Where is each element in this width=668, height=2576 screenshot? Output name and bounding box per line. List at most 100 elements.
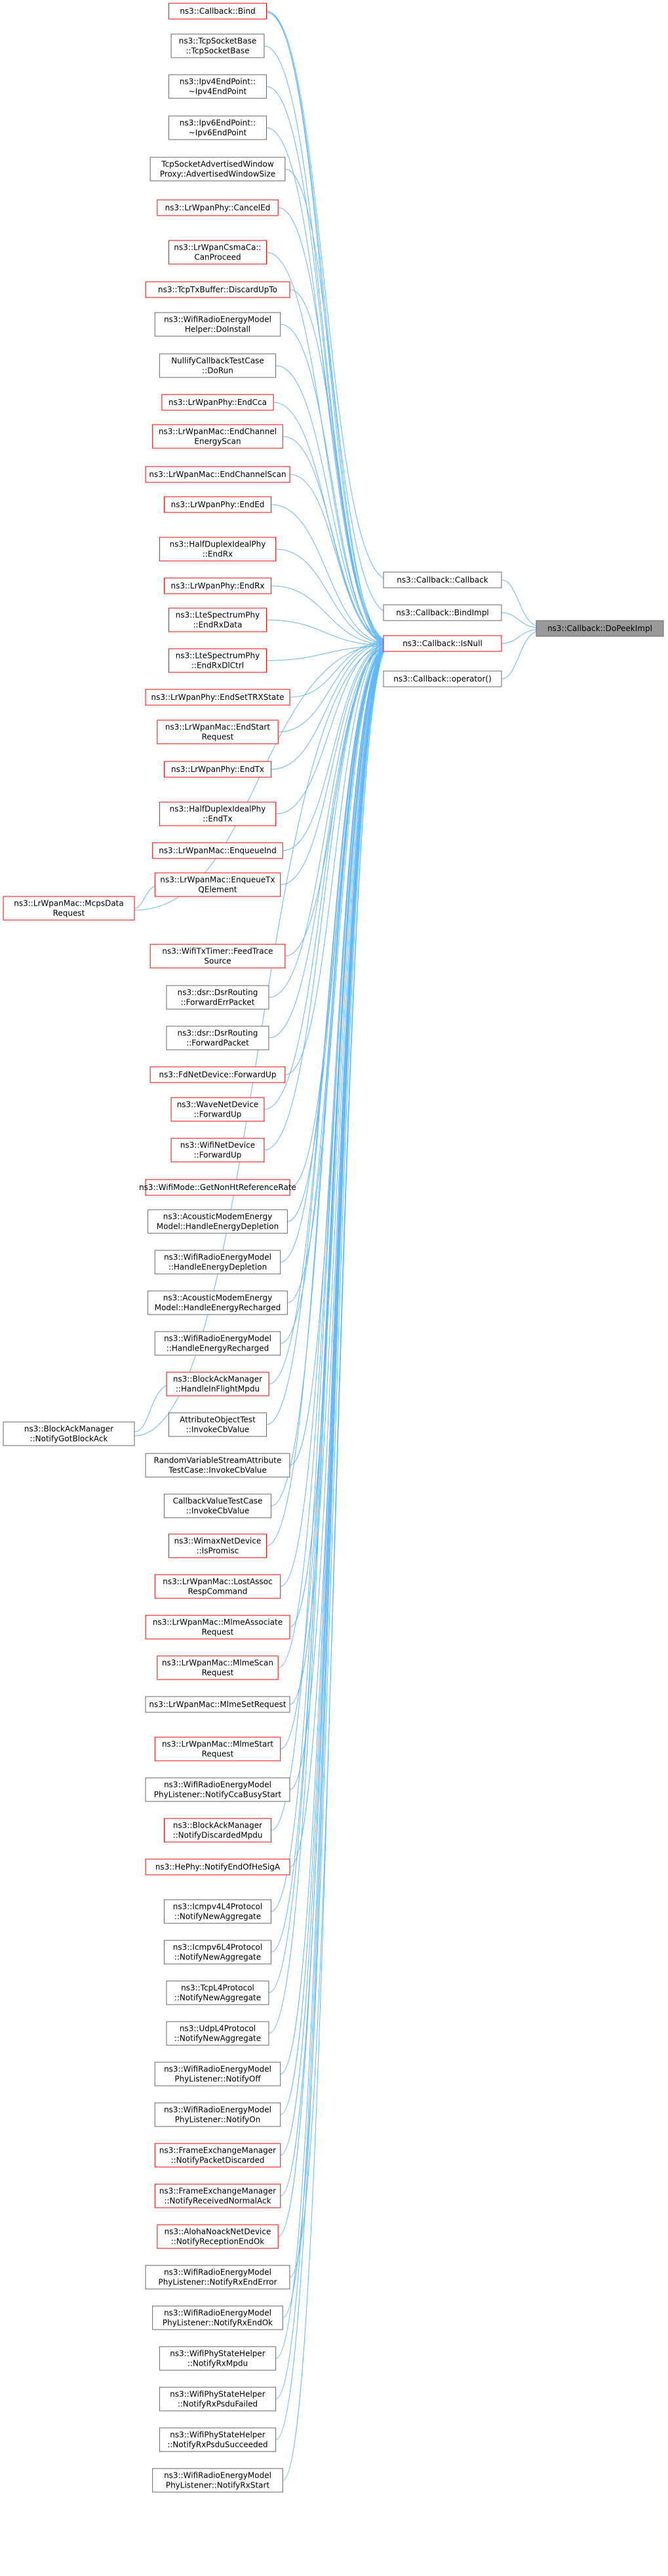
node-caller-55-box bbox=[154, 2183, 281, 2208]
node-caller-29[interactable]: ns3::WifiNetDevice::ForwardUp bbox=[170, 1138, 265, 1163]
node-caller-20-label: ns3::LrWpanPhy::EndTx bbox=[171, 765, 264, 774]
node-caller-8-label: Helper::DoInstall bbox=[185, 325, 250, 334]
node-middle-3[interactable]: ns3::Callback::operator() bbox=[383, 670, 502, 687]
node-caller-15[interactable]: ns3::LrWpanPhy::EndRx bbox=[163, 577, 272, 594]
node-middle-2[interactable]: ns3::Callback::IsNull bbox=[383, 635, 502, 652]
node-caller-50-label: ns3::TcpL4Protocol bbox=[181, 1984, 254, 1993]
node-caller-8[interactable]: ns3::WifiRadioEnergyModelHelper::DoInsta… bbox=[154, 312, 281, 337]
node-caller-1[interactable]: ns3::TcpSocketBase::TcpSocketBase bbox=[170, 33, 265, 58]
node-caller-57[interactable]: ns3::WifiRadioEnergyModelPhyListener::No… bbox=[145, 2265, 290, 2290]
node-caller-56[interactable]: ns3::AlohaNoackNetDevice::NotifyReceptio… bbox=[157, 2224, 279, 2249]
node-caller-7[interactable]: ns3::TcpTxBuffer::DiscardUpTo bbox=[145, 281, 290, 298]
node-caller-42-label: ns3::LrWpanMac::MlmeScan bbox=[162, 1659, 273, 1668]
node-caller-53-label: ns3::WifiRadioEnergyModel bbox=[164, 2105, 271, 2115]
node-caller-6[interactable]: ns3::LrWpanCsmaCa::CanProceed bbox=[168, 240, 267, 265]
node-caller-30[interactable]: ns3::WifiMode::GetNonHtReferenceRate bbox=[139, 1179, 296, 1196]
node-caller-28[interactable]: ns3::WaveNetDevice::ForwardUp bbox=[170, 1097, 265, 1122]
node-caller-27[interactable]: ns3::FdNetDevice::ForwardUp bbox=[149, 1066, 286, 1083]
node-caller-39[interactable]: ns3::WimaxNetDevice::IsPromisc bbox=[168, 1533, 267, 1558]
node-caller-31[interactable]: ns3::AcousticModemEnergyModel::HandleEne… bbox=[147, 1209, 288, 1234]
node-caller-7-box bbox=[145, 281, 290, 298]
node-caller-35-label: ns3::BlockAckManager bbox=[173, 1375, 262, 1384]
node-caller-13[interactable]: ns3::LrWpanPhy::EndEd bbox=[163, 496, 272, 513]
node-caller-26[interactable]: ns3::dsr::DsrRouting::ForwardPacket bbox=[166, 1026, 269, 1050]
node-caller-53[interactable]: ns3::WifiRadioEnergyModelPhyListener::No… bbox=[154, 2102, 281, 2127]
node-caller-25[interactable]: ns3::dsr::DsrRouting::ForwardErrPacket bbox=[166, 985, 269, 1010]
node-caller-46-label: ::NotifyDiscardedMpdu bbox=[173, 1831, 263, 1840]
node-caller-0[interactable]: ns3::Callback::Bind bbox=[168, 3, 267, 20]
node-caller-16[interactable]: ns3::LteSpectrumPhy::EndRxData bbox=[168, 607, 267, 632]
node-caller-5[interactable]: ns3::LrWpanPhy::CancelEd bbox=[157, 199, 279, 216]
node-caller-9[interactable]: NullifyCallbackTestCase::DoRun bbox=[159, 353, 277, 378]
node-middle-0-box bbox=[383, 571, 502, 588]
node-caller-37[interactable]: RandomVariableStreamAttributeTestCase::I… bbox=[145, 1453, 290, 1478]
node-caller-36[interactable]: AttributeObjectTest::InvokeCbValue bbox=[168, 1412, 267, 1437]
node-caller-46[interactable]: ns3::BlockAckManager::NotifyDiscardedMpd… bbox=[163, 1818, 272, 1843]
node-caller-55[interactable]: ns3::FrameExchangeManager::NotifyReceive… bbox=[154, 2183, 281, 2208]
node-caller-1-box bbox=[170, 33, 265, 58]
node-middle-3-label: ns3::Callback::operator() bbox=[393, 674, 492, 683]
node-caller-21[interactable]: ns3::HalfDuplexIdealPhy::EndTx bbox=[159, 801, 277, 826]
node-caller-4[interactable]: TcpSocketAdvertisedWindowProxy::Advertis… bbox=[149, 157, 286, 182]
node-caller-52[interactable]: ns3::WifiRadioEnergyModelPhyListener::No… bbox=[154, 2062, 281, 2086]
node-caller-46-box bbox=[163, 1818, 272, 1843]
node-caller-13-box bbox=[163, 496, 272, 513]
node-caller-62[interactable]: ns3::WifiRadioEnergyModelPhyListener::No… bbox=[152, 2468, 283, 2493]
node-caller-20[interactable]: ns3::LrWpanPhy::EndTx bbox=[163, 761, 272, 778]
node-caller-14[interactable]: ns3::HalfDuplexIdealPhy::EndRx bbox=[159, 537, 277, 562]
node-caller-5-label: ns3::LrWpanPhy::CancelEd bbox=[165, 203, 271, 212]
node-caller-61[interactable]: ns3::WifiPhyStateHelper::NotifyRxPsduSuc… bbox=[159, 2427, 277, 2452]
node-caller-28-label: ::ForwardUp bbox=[194, 1110, 242, 1119]
node-caller-15-box bbox=[163, 577, 272, 594]
node-second-1[interactable]: ns3::BlockAckManager::NotifyGotBlockAck bbox=[3, 1421, 135, 1446]
node-caller-14-label: ns3::HalfDuplexIdealPhy bbox=[170, 540, 266, 549]
node-caller-16-box bbox=[168, 607, 267, 632]
edge-caller-36 bbox=[266, 640, 390, 1425]
node-caller-34-label: ns3::WifiRadioEnergyModel bbox=[164, 1334, 271, 1343]
node-caller-38[interactable]: CallbackValueTestCase::InvokeCbValue bbox=[163, 1493, 272, 1518]
node-caller-54[interactable]: ns3::FrameExchangeManager::NotifyPacketD… bbox=[154, 2143, 281, 2168]
node-caller-45[interactable]: ns3::WifiRadioEnergyModelPhyListener::No… bbox=[145, 1777, 290, 1802]
edge-caller-39 bbox=[266, 642, 390, 1547]
edge-caller-15 bbox=[271, 585, 390, 645]
node-middle-0-label: ns3::Callback::Callback bbox=[397, 575, 488, 585]
node-caller-50[interactable]: ns3::TcpL4Protocol::NotifyNewAggregate bbox=[166, 1980, 269, 2005]
node-caller-58[interactable]: ns3::WifiRadioEnergyModelPhyListener::No… bbox=[152, 2305, 283, 2330]
node-caller-35[interactable]: ns3::BlockAckManager::HandleInFlightMpdu bbox=[166, 1372, 269, 1396]
node-caller-22[interactable]: ns3::LrWpanMac::EnqueueInd bbox=[152, 842, 283, 859]
node-caller-28-box bbox=[170, 1097, 265, 1122]
node-middle-1[interactable]: ns3::Callback::BindImpl bbox=[383, 604, 502, 621]
edge-caller-7 bbox=[289, 289, 390, 646]
node-caller-3[interactable]: ns3::Ipv6EndPoint::~Ipv6EndPoint bbox=[168, 115, 267, 140]
node-caller-17[interactable]: ns3::LteSpectrumPhy::EndRxDlCtrl bbox=[168, 648, 267, 673]
node-caller-34[interactable]: ns3::WifiRadioEnergyModel::HandleEnergyR… bbox=[154, 1331, 281, 1356]
node-caller-9-label: NullifyCallbackTestCase bbox=[171, 356, 264, 366]
node-caller-33[interactable]: ns3::AcousticModemEnergyModel::HandleEne… bbox=[147, 1290, 288, 1315]
node-caller-60[interactable]: ns3::WifiPhyStateHelper::NotifyRxPsduFai… bbox=[159, 2387, 277, 2412]
node-caller-2[interactable]: ns3::Ipv4EndPoint::~Ipv4EndPoint bbox=[168, 74, 267, 99]
node-caller-43[interactable]: ns3::LrWpanMac::MlmeSetRequest bbox=[145, 1696, 290, 1713]
node-target[interactable]: ns3::Callback::DoPeekImpl bbox=[536, 620, 664, 637]
node-caller-47[interactable]: ns3::HePhy::NotifyEndOfHeSigA bbox=[145, 1858, 290, 1875]
node-caller-10[interactable]: ns3::LrWpanPhy::EndCca bbox=[161, 394, 274, 411]
node-caller-42-box bbox=[157, 1655, 279, 1680]
node-caller-48[interactable]: ns3::Icmpv4L4Protocol::NotifyNewAggregat… bbox=[163, 1899, 272, 1924]
node-caller-18[interactable]: ns3::LrWpanPhy::EndSetTRXState bbox=[145, 689, 290, 706]
node-caller-49[interactable]: ns3::Icmpv6L4Protocol::NotifyNewAggregat… bbox=[163, 1940, 272, 1965]
node-caller-51[interactable]: ns3::UdpL4Protocol::NotifyNewAggregate bbox=[166, 2021, 269, 2046]
node-caller-12[interactable]: ns3::LrWpanMac::EndChannelScan bbox=[145, 466, 290, 483]
node-caller-59[interactable]: ns3::WifiPhyStateHelper::NotifyRxMpdu bbox=[159, 2346, 277, 2371]
node-caller-56-box bbox=[157, 2224, 279, 2249]
edge-caller-1 bbox=[264, 45, 390, 642]
node-middle-0[interactable]: ns3::Callback::Callback bbox=[383, 571, 502, 588]
node-caller-32[interactable]: ns3::WifiRadioEnergyModel::HandleEnergyD… bbox=[154, 1250, 281, 1275]
